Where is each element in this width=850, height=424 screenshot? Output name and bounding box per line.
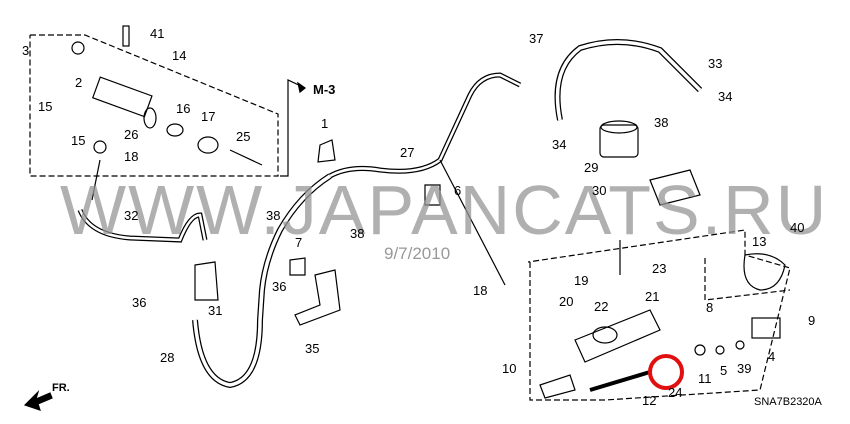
callout[interactable]: 34 (718, 89, 733, 104)
callout[interactable]: 10 (502, 361, 517, 376)
highlight-ring (648, 354, 684, 390)
diagram-code: SNA7B2320A (754, 396, 822, 408)
callout[interactable]: 36 (272, 279, 287, 294)
callout[interactable]: 27 (400, 145, 415, 160)
callout[interactable]: 37 (529, 31, 544, 46)
callout[interactable]: 17 (201, 109, 216, 124)
callout[interactable]: 28 (160, 350, 175, 365)
slave-cylinder-body (71, 25, 263, 166)
group-box-slave-cylinder (29, 34, 279, 177)
callout[interactable]: 4 (768, 349, 776, 364)
callout[interactable]: 38 (350, 226, 365, 241)
bracket-35 (294, 269, 341, 326)
callout[interactable]: 8 (706, 300, 714, 315)
callout[interactable]: 12 (642, 393, 657, 408)
callout[interactable]: 11 (698, 371, 712, 386)
watermark: WWW.JAPANCATS.RU (60, 171, 829, 249)
callout[interactable]: 41 (150, 26, 165, 41)
callout[interactable]: 22 (594, 299, 609, 314)
callout[interactable]: 23 (652, 261, 667, 276)
front-arrow-icon (23, 389, 53, 411)
callout[interactable]: 38 (654, 115, 669, 130)
bracket-31 (194, 261, 219, 301)
callout[interactable]: 39 (737, 361, 752, 376)
callout[interactable]: 31 (208, 303, 223, 318)
callout[interactable]: 29 (584, 160, 599, 175)
callout[interactable]: 15 (38, 99, 53, 114)
callout[interactable]: 18 (124, 149, 139, 164)
callout[interactable]: 33 (708, 56, 723, 71)
master-cylinder (539, 253, 786, 399)
callout[interactable]: 35 (305, 341, 320, 356)
callout[interactable]: 19 (574, 273, 589, 288)
callout[interactable]: 3 (22, 43, 30, 58)
group-box-master-cylinder (527, 229, 791, 401)
callout[interactable]: 34 (552, 137, 567, 152)
callout[interactable]: 25 (236, 129, 251, 144)
callout[interactable]: 26 (124, 127, 139, 142)
front-label: FR. (52, 382, 70, 394)
callout[interactable]: 1 (321, 116, 329, 131)
callout[interactable]: 16 (176, 101, 191, 116)
callout[interactable]: 14 (172, 48, 187, 63)
reference-m3[interactable]: M-3 (313, 82, 336, 97)
callout[interactable]: 13 (752, 234, 767, 249)
callout[interactable]: 40 (790, 220, 805, 235)
callout[interactable]: 9 (808, 313, 816, 328)
callout[interactable]: 18 (473, 283, 488, 298)
callout[interactable]: 7 (295, 235, 303, 250)
callout[interactable]: 36 (132, 295, 147, 310)
callout[interactable]: 32 (124, 208, 139, 223)
callout[interactable]: 15 (71, 133, 86, 148)
callout[interactable]: 21 (645, 289, 660, 304)
callout[interactable]: 24 (668, 385, 683, 400)
date-stamp: 9/7/2010 (384, 244, 451, 263)
callout[interactable]: 20 (559, 294, 574, 309)
callout[interactable]: 6 (454, 183, 462, 198)
callout[interactable]: 5 (720, 363, 728, 378)
callout[interactable]: 38 (266, 208, 281, 223)
callout[interactable]: 2 (75, 75, 83, 90)
reservoir (599, 120, 701, 206)
callout[interactable]: 30 (592, 183, 607, 198)
hose-33 (554, 39, 703, 121)
pipe-27 (328, 72, 522, 179)
